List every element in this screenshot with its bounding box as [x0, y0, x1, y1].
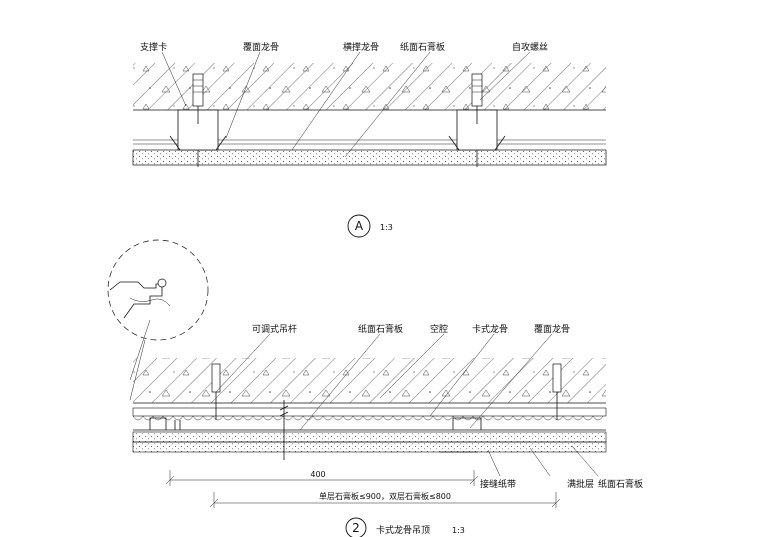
dimension-400: [165, 470, 479, 486]
dimension-span: [209, 492, 561, 508]
label-gypsum-board: 纸面石膏板: [400, 41, 445, 53]
callout-enlargement: [107, 239, 209, 401]
detail-tag-2: 2: [352, 521, 360, 535]
detail-tag-2-circle: [345, 517, 367, 537]
detail-a: 支撑卡 覆面龙骨 横撑龙骨 纸面石膏板 自攻螺丝 A 1:3: [132, 41, 607, 238]
detail-tag-a-circle: [347, 214, 371, 238]
label-support-clip: 支撑卡: [140, 41, 167, 53]
detail-tag-a: A: [355, 219, 364, 233]
label-cover-joist-2: 覆面龙骨: [534, 323, 570, 335]
hanger-rod-right: [552, 363, 562, 420]
gypsum-board-a: [132, 149, 607, 166]
label-clip-joist: 卡式龙骨: [472, 323, 508, 335]
label-gypsum-board-2: 纸面石膏板: [358, 323, 403, 335]
gypsum-board-2-upper: [132, 431, 607, 443]
detail-scale-2: 1:3: [452, 526, 465, 535]
support-assembly-left: [169, 73, 227, 167]
label-skim-coat: 满批层: [567, 478, 594, 490]
detail-scale-a: 1:3: [380, 223, 393, 232]
label-cavity: 空腔: [430, 323, 448, 335]
dim-400-label: 400: [310, 470, 325, 479]
detail-2: 可调式吊杆 纸面石膏板 空腔 卡式龙骨 覆面龙骨 接缝纸带 满批层 纸面石膏板 …: [107, 239, 643, 537]
label-joint-tape: 接缝纸带: [480, 478, 516, 490]
detail-title-2: 卡式龙骨吊顶: [376, 524, 430, 536]
gypsum-board-2-lower: [132, 441, 607, 453]
support-assembly-right: [448, 73, 506, 167]
leaders-a: [161, 51, 531, 158]
label-adjustable-hanger-rod: 可调式吊杆: [252, 323, 297, 335]
leaders-2: [215, 333, 599, 477]
label-cover-joist: 覆面龙骨: [243, 41, 279, 53]
label-gypsum-board-2b: 纸面石膏板: [598, 478, 643, 490]
label-cross-brace-joist: 横撑龙骨: [343, 41, 379, 53]
label-tapping-screw: 自攻螺丝: [512, 41, 548, 53]
dim-span-note: 单层石膏板≤900，双层石膏板≤800: [319, 491, 451, 501]
